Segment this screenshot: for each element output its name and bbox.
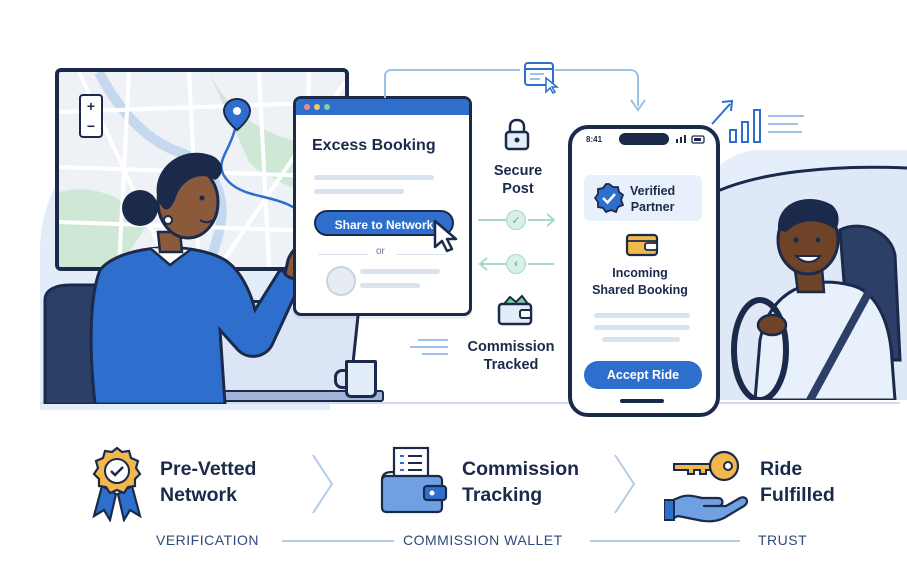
text-placeholder: [594, 325, 690, 330]
chevron-right-icon: [614, 454, 636, 514]
verified-line1: Verified: [630, 184, 676, 198]
excess-booking-title: Excess Booking: [312, 137, 436, 154]
arrow-head-icon: [546, 213, 556, 227]
text-placeholder: [314, 189, 404, 194]
minimize-dot-icon[interactable]: [314, 104, 320, 110]
hand-icon: [664, 494, 749, 523]
phone-notch: [619, 133, 669, 145]
zoom-control-icon[interactable]: + −: [79, 94, 103, 138]
map-pin-icon: [222, 97, 252, 132]
label-commission-wallet: COMMISSION WALLET: [403, 532, 563, 548]
key-icon: [673, 450, 740, 482]
feature-pre-vetted-network: Pre-Vetted Network: [160, 456, 256, 508]
avatar-placeholder: [326, 266, 356, 296]
feature-line1: Pre-Vetted: [160, 458, 257, 480]
verified-partner-text: Verified Partner: [630, 183, 675, 215]
driver-illustration: [700, 165, 907, 400]
maximize-dot-icon[interactable]: [324, 104, 330, 110]
verified-badge-icon: [594, 183, 624, 213]
top-connector-arrow: [384, 69, 646, 112]
excess-booking-window: Excess Booking Share to Network or: [293, 96, 472, 316]
bottom-connector-line: [590, 540, 740, 542]
text-placeholder: [594, 313, 690, 318]
receipt-wallet-icon: [380, 446, 448, 514]
lock-icon: [504, 118, 530, 151]
feature-ride-fulfilled: Ride Fulfilled: [760, 456, 835, 508]
bottom-connector-line: [282, 540, 394, 542]
incoming-line2: Shared Booking: [592, 283, 688, 297]
accept-ride-button[interactable]: Accept Ride: [584, 361, 702, 389]
floor-line: [40, 402, 900, 404]
feature-line2: Fulfilled: [760, 484, 835, 506]
commission-tracked-line1: Commission: [467, 339, 555, 355]
status-bar-time: 8:41: [586, 135, 603, 144]
divider-line: [318, 254, 368, 255]
browser-cursor-icon: [524, 62, 560, 94]
secure-post-line2: Post: [502, 181, 534, 197]
label-verification: VERIFICATION: [156, 532, 259, 548]
close-dot-icon[interactable]: [304, 104, 310, 110]
bar-chart-icon: [711, 99, 804, 143]
wallet-icon: [497, 294, 533, 326]
verified-line2: Partner: [630, 200, 675, 214]
incoming-shared-booking-text: Incoming Shared Booking: [572, 265, 708, 299]
status-icons: [676, 135, 705, 144]
zoom-in-label: +: [86, 98, 96, 114]
window-titlebar: [296, 99, 469, 115]
feature-line1: Ride: [760, 458, 803, 480]
secure-post-line1: Secure: [493, 163, 543, 179]
verified-partner-badge: Verified Partner: [584, 175, 702, 221]
forward-arrow-line: [478, 219, 506, 221]
chevron-right-icon: [312, 454, 334, 514]
speed-lines-icon: [410, 339, 448, 355]
cursor-icon: [433, 219, 458, 253]
wallet-icon: [625, 233, 659, 257]
forward-arrow-line: [528, 219, 552, 221]
incoming-line1: Incoming: [612, 266, 668, 280]
check-circle-icon: ✓: [506, 210, 526, 230]
back-arrow-line: [482, 263, 506, 265]
commission-tracked-label: Commission Tracked: [456, 338, 566, 374]
phone-home-bar: [620, 399, 664, 403]
text-placeholder: [602, 337, 680, 342]
mug: [334, 360, 377, 398]
commission-tracked-line2: Tracked: [483, 357, 539, 373]
feature-line1: Commission: [462, 458, 580, 480]
text-placeholder: [314, 175, 434, 180]
text-placeholder: [360, 269, 440, 274]
or-divider-label: or: [376, 246, 385, 257]
zoom-out-label: −: [86, 118, 96, 134]
award-ribbon-icon: [92, 446, 142, 522]
back-arrow-circle-icon: ‹: [506, 254, 526, 274]
divider-line: [396, 254, 446, 255]
feature-line2: Network: [160, 484, 237, 506]
secure-post-label: Secure Post: [478, 162, 558, 198]
feature-commission-tracking: Commission Tracking: [462, 456, 579, 508]
smartphone: 8:41 Verified Partner Incoming Shared Bo…: [568, 125, 720, 417]
arrow-head-icon: [478, 257, 488, 271]
text-placeholder: [360, 283, 420, 288]
share-to-network-button[interactable]: Share to Network: [314, 210, 454, 236]
label-trust: TRUST: [758, 532, 808, 548]
back-arrow-line: [528, 263, 554, 265]
feature-line2: Tracking: [462, 484, 543, 506]
